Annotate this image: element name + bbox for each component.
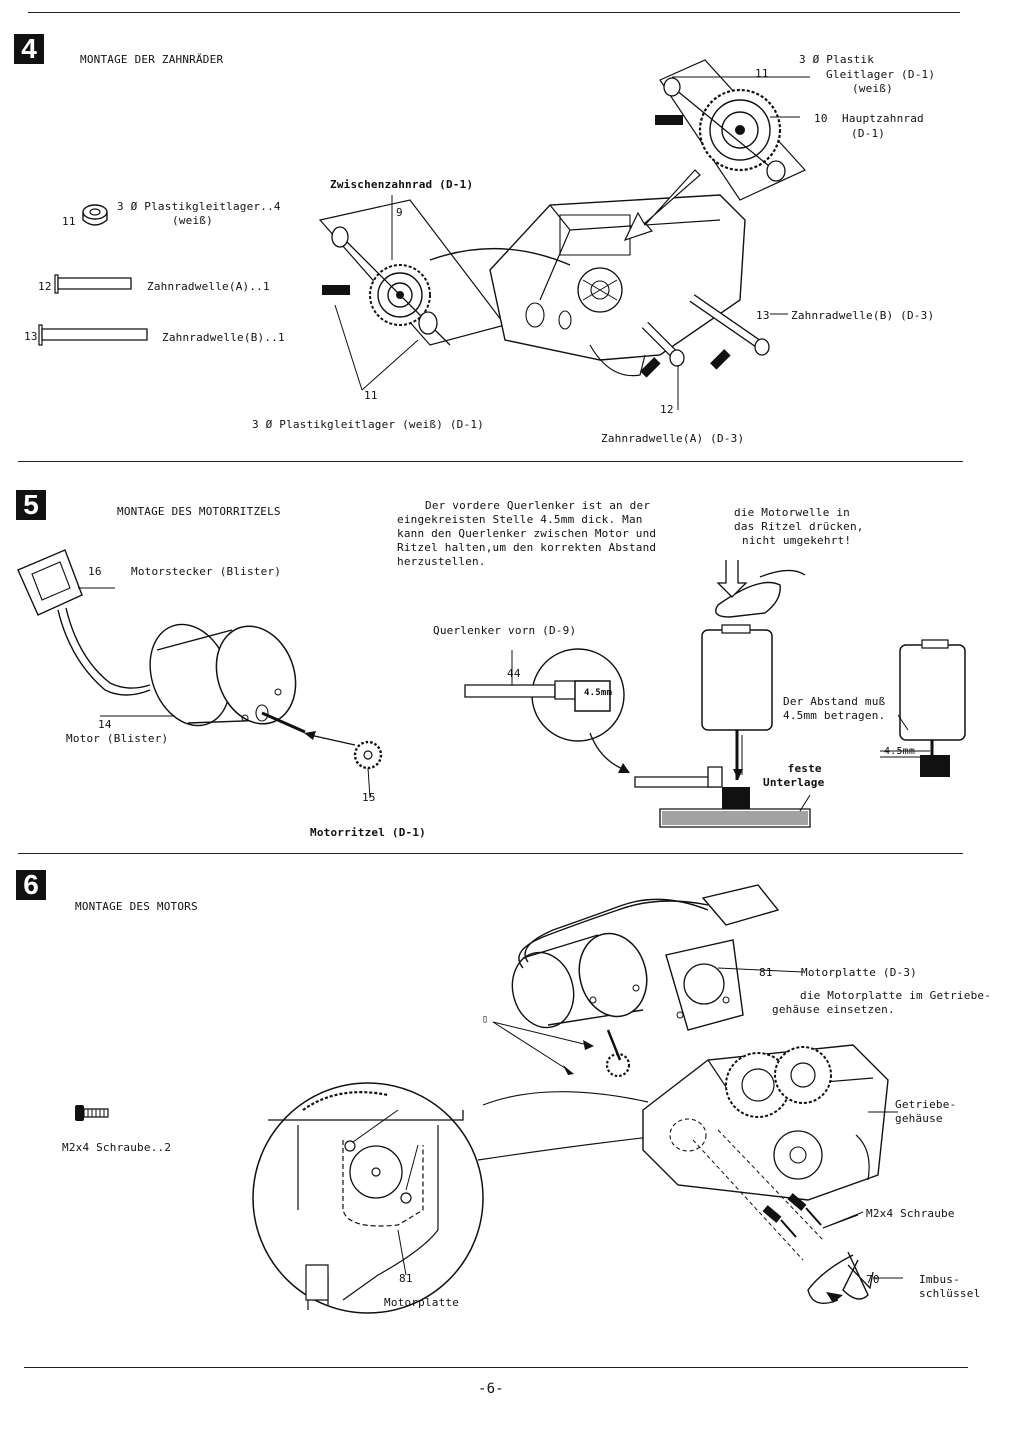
callout-11-bottom-num: 11 xyxy=(364,389,378,402)
press-line-2: das Ritzel drücken, xyxy=(734,520,864,533)
plastik-gleitlager-top-2: Gleitlager (D-1) xyxy=(826,68,936,81)
callout-44: 44 xyxy=(507,667,521,680)
note-line-4: Ritzel halten,um den korrekten Abstand xyxy=(397,541,657,554)
abstand-note: Der Abstand muß 4.5mm betragen. xyxy=(783,695,885,723)
note-line-5: herzustellen. xyxy=(397,555,486,568)
screw-part-label: M2x4 Schraube..2 xyxy=(62,1141,172,1154)
press-note: die Motorwelle in das Ritzel drücken, ni… xyxy=(734,506,864,548)
part-13-num: 13 xyxy=(24,330,38,343)
spacing-gauge-drawing xyxy=(460,560,980,835)
part-11-label: 3 Ø Plastikgleitlager..4 xyxy=(117,200,281,213)
getriebe-line-1: Getriebe- xyxy=(895,1098,957,1111)
section-divider-2 xyxy=(18,853,963,854)
hauptzahnrad-label: Hauptzahnrad xyxy=(842,112,924,125)
motor-mount-drawing xyxy=(248,880,988,1340)
plastikgleitlager-bottom-label: 3 Ø Plastikgleitlager (weiß) (D-1) xyxy=(252,418,484,431)
motor-pinion-drawing xyxy=(10,540,390,810)
imbus-line-1: Imbus- xyxy=(919,1273,960,1286)
callout-12: 12 xyxy=(660,403,674,416)
plastik-gleitlager-top-3: (weiß) xyxy=(852,82,893,95)
detail-motorplatte-label: Motorplatte xyxy=(384,1296,460,1309)
feste-line-2: Unterlage xyxy=(763,776,825,789)
plastik-gleitlager-top-1: 3 Ø Plastik xyxy=(799,53,875,66)
feste-line-1: feste xyxy=(787,762,822,775)
dim-label-4-5mm: 4.5mm xyxy=(584,688,613,698)
imbusschluessel-label: Imbus- schlüssel xyxy=(919,1273,980,1301)
zwischenzahnrad-label: Zwischenzahnrad (D-1) xyxy=(330,178,474,191)
m2x4-schraube-callout: M2x4 Schraube xyxy=(866,1207,955,1220)
callout-13: 13 xyxy=(756,309,770,322)
callout-16: 16 xyxy=(88,565,102,578)
feste-unterlage-note: feste Unterlage xyxy=(763,762,824,790)
abstand-line-1: Der Abstand muß xyxy=(783,695,886,708)
querlenker-note: Der vordere Querlenker ist an der eingek… xyxy=(397,499,656,569)
shaft-b-part-icon xyxy=(38,324,150,346)
zahnradwelle-a-callout: Zahnradwelle(A) (D-3) xyxy=(601,432,745,445)
dim-label-4-5mm-2: 4.5mm xyxy=(884,746,916,757)
section-6-title: MONTAGE DES MOTORS xyxy=(75,900,198,913)
zahnradwelle-b-callout: Zahnradwelle(B) (D-3) xyxy=(791,309,935,322)
callout-15: 15 xyxy=(362,791,376,804)
part-12-num: 12 xyxy=(38,280,52,293)
e-screw-marker: ▯ xyxy=(482,1014,489,1025)
callout-14: 14 xyxy=(98,718,112,731)
top-rule xyxy=(28,12,960,13)
part-13-label: Zahnradwelle(B)..1 xyxy=(162,331,285,344)
note-line-1: Der vordere Querlenker ist an der xyxy=(425,499,651,512)
imbus-line-2: schlüssel xyxy=(919,1287,981,1300)
callout-11-top-num: 11 xyxy=(755,67,769,80)
gearbox-assembly-drawing xyxy=(300,55,820,415)
section-5-title: MONTAGE DES MOTORRITZELS xyxy=(117,505,281,518)
screw-part-icon xyxy=(75,1105,110,1121)
press-line-3: nicht umgekehrt! xyxy=(742,534,852,547)
querlenker-vorn-label: Querlenker vorn (D-9) xyxy=(433,624,577,637)
part-11-sub: (weiß) xyxy=(172,214,213,227)
abstand-line-2: 4.5mm betragen. xyxy=(783,709,886,722)
note-line-3: kann den Querlenker zwischen Motor und xyxy=(397,527,657,540)
motorstecker-label: Motorstecker (Blister) xyxy=(131,565,282,578)
part-12-label: Zahnradwelle(A)..1 xyxy=(147,280,270,293)
bottom-rule xyxy=(24,1367,968,1368)
detail-callout-81: 81 xyxy=(399,1272,413,1285)
callout-10: 10 xyxy=(814,112,828,125)
step-4-badge: 4 xyxy=(14,34,44,64)
section-divider-1 xyxy=(18,461,963,462)
platte-note-line-2: gehäuse einsetzen. xyxy=(772,1003,895,1016)
step-5-badge: 5 xyxy=(16,490,46,520)
step-6-badge: 6 xyxy=(16,870,46,900)
platte-note-line-1: die Motorplatte im Getriebe- xyxy=(800,989,992,1002)
motorplatte-label: Motorplatte (D-3) xyxy=(801,966,917,979)
callout-70: 70 xyxy=(866,1273,880,1286)
getriebe-line-2: gehäuse xyxy=(895,1112,943,1125)
hauptzahnrad-ref: (D-1) xyxy=(851,127,886,140)
page-number: -6- xyxy=(478,1381,504,1397)
press-line-1: die Motorwelle in xyxy=(734,506,850,519)
section-4-title: MONTAGE DER ZAHNRÄDER xyxy=(80,53,224,66)
getriebegehaeuse-label: Getriebe- gehäuse xyxy=(895,1098,956,1126)
part-11-num: 11 xyxy=(62,215,76,228)
bearing-part-icon xyxy=(80,200,120,232)
note-line-2: eingekreisten Stelle 4.5mm dick. Man xyxy=(397,513,643,526)
callout-9: 9 xyxy=(396,206,403,219)
motor-label: Motor (Blister) xyxy=(66,732,169,745)
motorplatte-note: die Motorplatte im Getriebe- gehäuse ein… xyxy=(772,989,991,1017)
shaft-a-part-icon xyxy=(54,274,134,294)
callout-81: 81 xyxy=(759,966,773,979)
motorritzel-label: Motorritzel (D-1) xyxy=(310,826,426,839)
